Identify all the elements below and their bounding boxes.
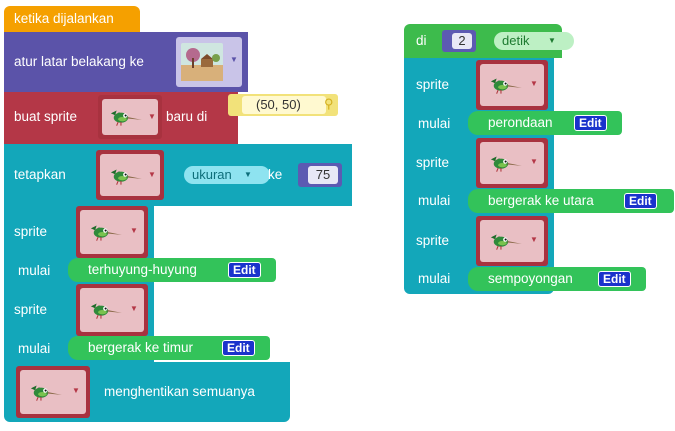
sprite-picker[interactable]: ▼	[476, 138, 548, 188]
set-background-label: atur latar belakang ke	[14, 54, 144, 69]
bird-sprite-icon	[108, 105, 144, 129]
stop-all-block[interactable]: ▼ menghentikan semuanya	[4, 362, 290, 422]
sprite-picker[interactable]: ▼	[476, 60, 548, 110]
chevron-down-icon: ▼	[530, 157, 538, 166]
behavior-label: bergerak ke timur	[88, 340, 194, 355]
sprite-picker[interactable]: ▼	[96, 150, 164, 200]
behavior-label: perondaan	[488, 115, 553, 130]
chevron-down-icon: ▼	[244, 170, 252, 179]
set-label: tetapkan	[14, 167, 66, 182]
sprite-picker[interactable]: ▼	[76, 284, 148, 336]
when-run-hat-block[interactable]: ketika dijalankan	[4, 6, 140, 32]
stop-all-label: menghentikan semuanya	[104, 384, 255, 399]
start-label: mulai	[418, 116, 451, 131]
make-sprite-label: buat sprite	[14, 109, 78, 124]
sprite-picker[interactable]: ▼	[476, 216, 548, 266]
background-picker[interactable]: ▼	[176, 37, 242, 87]
bird-sprite-icon	[88, 220, 124, 244]
set-background-block[interactable]: atur latar belakang ke ▼	[4, 32, 248, 92]
sprite-label: sprite	[416, 77, 450, 92]
edit-button[interactable]: Edit	[228, 262, 261, 278]
behavior-value[interactable]: perondaan Edit	[468, 111, 622, 135]
chevron-down-icon: ▼	[130, 226, 138, 235]
bird-sprite-icon	[488, 73, 524, 97]
at-label: di	[416, 33, 427, 48]
to-label: ke	[268, 167, 283, 182]
seconds-value[interactable]: 2	[452, 33, 472, 49]
sprite-label: sprite	[416, 233, 450, 248]
behavior-value[interactable]: sempoyongan Edit	[468, 267, 646, 291]
sprite-picker[interactable]: ▼	[16, 366, 90, 418]
bird-sprite-icon	[488, 151, 524, 175]
when-run-label: ketika dijalankan	[14, 11, 114, 26]
position-value: (50, 50)	[256, 97, 301, 112]
sprite-picker[interactable]: ▼	[76, 206, 148, 258]
unit-value: detik	[502, 33, 530, 48]
property-dropdown[interactable]: ukuran ▼	[184, 166, 270, 184]
chevron-down-icon: ▼	[148, 170, 156, 179]
edit-button[interactable]: Edit	[598, 271, 631, 287]
bird-sprite-icon	[108, 164, 144, 188]
edit-button[interactable]: Edit	[624, 193, 657, 209]
edit-button[interactable]: Edit	[222, 340, 255, 356]
sprite-label: sprite	[14, 224, 48, 239]
chevron-down-icon: ▼	[530, 235, 538, 244]
property-value: ukuran	[192, 167, 232, 182]
start-label: mulai	[418, 193, 451, 208]
unit-dropdown[interactable]: detik ▼	[494, 32, 574, 50]
start-label: mulai	[18, 263, 51, 278]
sprite-label: sprite	[416, 155, 450, 170]
position-slot[interactable]: (50, 50) ⚲	[228, 94, 338, 116]
size-slot[interactable]: 75	[298, 163, 342, 187]
make-sprite-block[interactable]: buat sprite ▼ baru di	[4, 92, 238, 144]
bird-sprite-icon	[88, 298, 124, 322]
behavior-value[interactable]: bergerak ke timur Edit	[68, 336, 270, 360]
chevron-down-icon: ▼	[230, 55, 238, 64]
behavior-value[interactable]: bergerak ke utara Edit	[468, 189, 674, 213]
chevron-down-icon: ▼	[130, 304, 138, 313]
new-at-label: baru di	[166, 109, 208, 124]
location-pin-icon: ⚲	[324, 96, 334, 111]
after-seconds-block[interactable]: di 2 detik ▼	[404, 24, 574, 58]
bird-sprite-icon	[28, 380, 64, 404]
behavior-label: bergerak ke utara	[488, 193, 594, 208]
size-value[interactable]: 75	[308, 166, 338, 184]
behavior-label: sempoyongan	[488, 271, 573, 286]
landscape-icon	[181, 43, 223, 81]
chevron-down-icon: ▼	[548, 36, 556, 45]
chevron-down-icon: ▼	[72, 386, 80, 395]
seconds-slot[interactable]: 2	[442, 30, 476, 52]
bird-sprite-icon	[488, 229, 524, 253]
chevron-down-icon: ▼	[530, 79, 538, 88]
chevron-down-icon: ▼	[148, 112, 156, 121]
sprite-label: sprite	[14, 302, 48, 317]
behavior-value[interactable]: terhuyung-huyung Edit	[68, 258, 276, 282]
start-label: mulai	[18, 341, 51, 356]
behavior-label: terhuyung-huyung	[88, 262, 197, 277]
start-label: mulai	[418, 271, 451, 286]
edit-button[interactable]: Edit	[574, 115, 607, 131]
sprite-picker[interactable]: ▼	[98, 95, 162, 139]
set-property-block[interactable]: tetapkan ▼ ukuran ▼ ke 75	[4, 144, 352, 206]
